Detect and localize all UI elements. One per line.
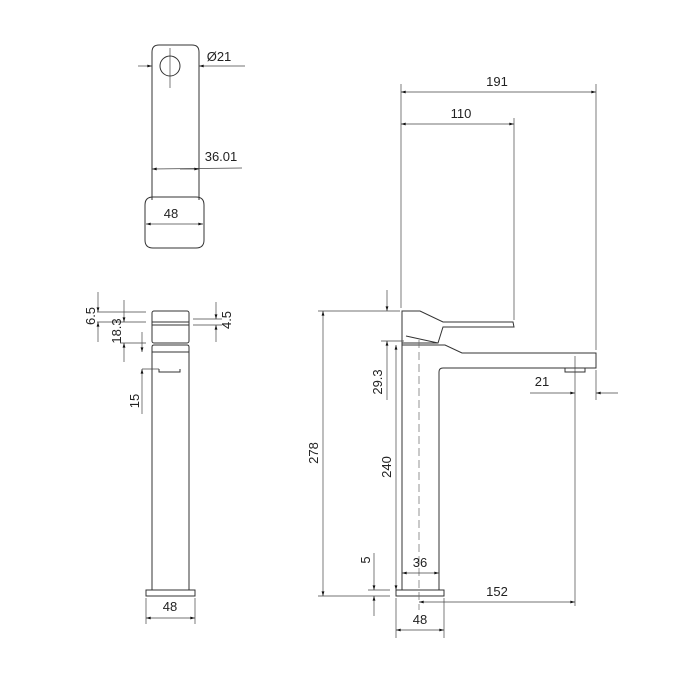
dim-front-4-5: 4.5 bbox=[219, 311, 234, 329]
dim-spout-reach: 152 bbox=[486, 584, 508, 599]
dim-body-width: 36 bbox=[413, 555, 427, 570]
dim-front-15: 15 bbox=[127, 394, 142, 408]
dim-reach-total: 191 bbox=[486, 74, 508, 89]
dim-inner-width: 36.01 bbox=[205, 149, 238, 164]
side-view: 191 110 278 29.3 240 5 36 152 48 21 bbox=[306, 74, 618, 638]
dim-handle-height: 29.3 bbox=[370, 369, 385, 394]
dim-front-6-5: 6.5 bbox=[83, 307, 98, 325]
dim-height-total: 278 bbox=[306, 442, 321, 464]
dim-spout-height: 240 bbox=[379, 456, 394, 478]
dim-aerator-offset: 21 bbox=[535, 374, 549, 389]
dim-top-base-width: 48 bbox=[164, 206, 178, 221]
top-view: Ø21 36.01 48 bbox=[138, 44, 245, 249]
front-view: 6.5 18.3 15 4.5 48 bbox=[83, 292, 234, 624]
dim-side-base-width: 48 bbox=[413, 612, 427, 627]
dim-base-thickness: 5 bbox=[358, 556, 373, 563]
dim-handle-reach: 110 bbox=[451, 106, 472, 121]
dim-diameter: Ø21 bbox=[207, 49, 232, 64]
dim-front-base-width: 48 bbox=[163, 599, 177, 614]
dim-front-18-3: 18.3 bbox=[109, 318, 124, 343]
